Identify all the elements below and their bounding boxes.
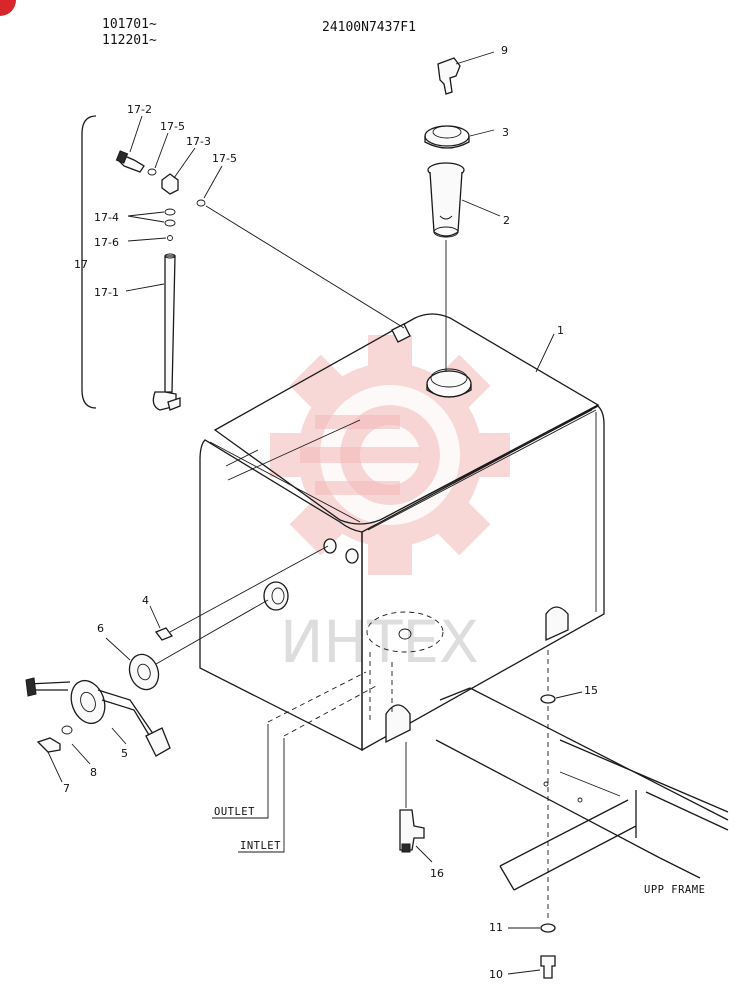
outlet-leader bbox=[212, 724, 269, 819]
outlet-label: OUTLET bbox=[214, 806, 255, 818]
bolt-part bbox=[36, 737, 63, 783]
callout-17-1: 17-1 bbox=[94, 286, 119, 299]
callout-15: 15 bbox=[584, 684, 598, 697]
callout-5: 5 bbox=[121, 747, 128, 760]
callout-17-3: 17-3 bbox=[186, 135, 211, 148]
inlet-label: INTLET bbox=[240, 840, 281, 852]
gear-logo-icon bbox=[270, 335, 510, 575]
frame-label: UPP FRAME bbox=[644, 884, 705, 896]
callout-10: 10 bbox=[489, 968, 503, 981]
fuel-cap-part bbox=[424, 125, 495, 149]
callout-17-6: 17-6 bbox=[94, 236, 119, 249]
callout-7: 7 bbox=[63, 782, 70, 795]
callout-2: 2 bbox=[503, 214, 510, 227]
mounting-hardware bbox=[507, 650, 583, 979]
callout-11: 11 bbox=[489, 921, 503, 934]
callout-8: 8 bbox=[90, 766, 97, 779]
callout-17-5b: 17-5 bbox=[212, 152, 237, 165]
serial-range-2: 112201~ bbox=[102, 33, 157, 48]
tank-leader bbox=[535, 333, 555, 373]
level-sender-part bbox=[25, 677, 171, 757]
callout-9: 9 bbox=[501, 44, 508, 57]
callout-6: 6 bbox=[97, 622, 104, 635]
serial-range-1: 101701~ bbox=[102, 17, 157, 32]
watermark-text: ИНТЕХ bbox=[280, 608, 479, 676]
inlet-leader bbox=[238, 738, 285, 853]
callout-3: 3 bbox=[502, 126, 509, 139]
upper-frame bbox=[435, 687, 729, 891]
drain-valve-part bbox=[399, 742, 433, 863]
callout-17-4: 17-4 bbox=[94, 211, 119, 224]
plug-part bbox=[149, 545, 329, 641]
corner-badge-icon bbox=[0, 0, 16, 16]
callout-17-5a: 17-5 bbox=[160, 120, 185, 133]
callout-4: 4 bbox=[142, 594, 149, 607]
callout-17-2: 17-2 bbox=[127, 103, 152, 116]
sender-assembly-group bbox=[81, 115, 405, 411]
key-part bbox=[437, 51, 495, 95]
part-number: 24100N7437F1 bbox=[322, 20, 416, 35]
washer-part bbox=[61, 725, 91, 765]
gasket-part bbox=[105, 599, 269, 691]
callout-17: 17 bbox=[74, 258, 88, 271]
strainer-part bbox=[427, 162, 501, 238]
callout-1: 1 bbox=[557, 324, 564, 337]
callout-16: 16 bbox=[430, 867, 444, 880]
